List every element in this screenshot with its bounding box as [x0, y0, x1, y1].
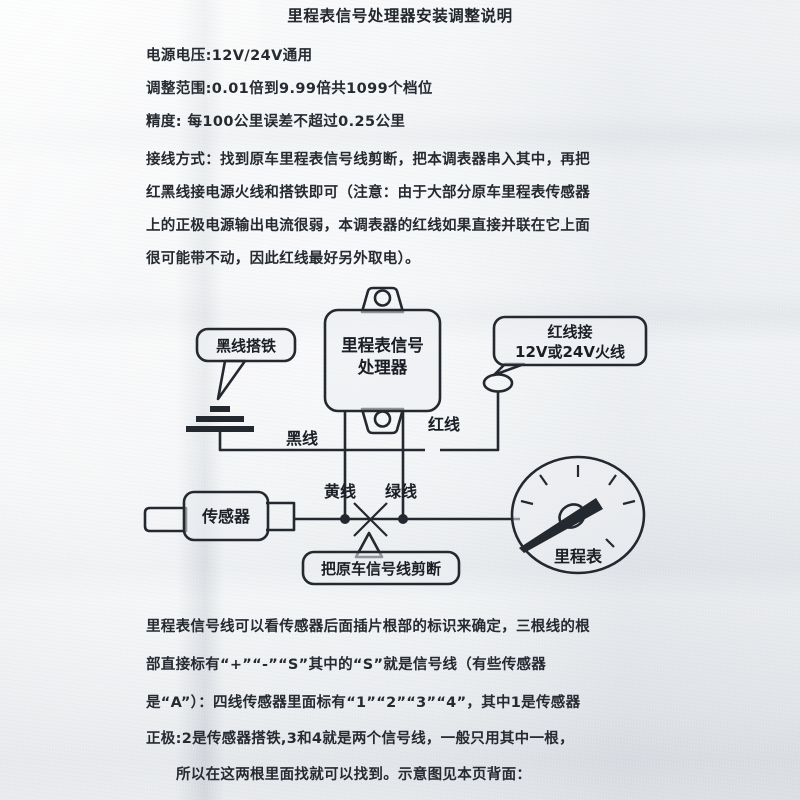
bottom-paragraph-line-1: 里程表信号线可以看传感器后面插片根部的标识来确定，三根线的根 [146, 619, 590, 635]
bottom-paragraph-line-5: 所以在这两根里面找就可以找到。示意图见本页背面： [176, 767, 532, 783]
bottom-paragraph-line-4: 正极:2是传感器搭铁,3和4就是两个信号线，一般只用其中一根， [146, 731, 574, 747]
bottom-paragraph-line-2: 部直接标有“+”“-”“S”其中的“S”就是信号线（有些传感器 [146, 657, 547, 673]
wiring-paragraph-line-3: 上的正极电源输出电流很弱，本调表器的红线如果直接并联在它上面 [146, 218, 590, 234]
wiring-paragraph-line-4: 很可能带不动，因此红线最好另外取电）。 [146, 251, 420, 267]
spec-line-voltage: 电源电压:12V/24V通用 [146, 48, 313, 64]
bottom-paragraph-line-3: 是“A”）：四线传感器里面标有“1”“2”“3”“4”，其中1是传感器 [146, 695, 581, 711]
wiring-paragraph-line-1: 接线方式：找到原车里程表信号线剪断，把本调表器串入其中，再把 [146, 152, 590, 168]
wiring-paragraph-line-2: 红黑线接电源火线和搭铁即可（注意：由于大部分原车里程表传感器 [146, 185, 590, 201]
document-title: 里程表信号处理器安装调整说明 [287, 7, 513, 25]
spec-line-accuracy: 精度: 每100公里误差不超过0.25公里 [146, 114, 406, 130]
spec-line-range: 调整范围:0.01倍到9.99倍共1099个档位 [146, 81, 433, 97]
